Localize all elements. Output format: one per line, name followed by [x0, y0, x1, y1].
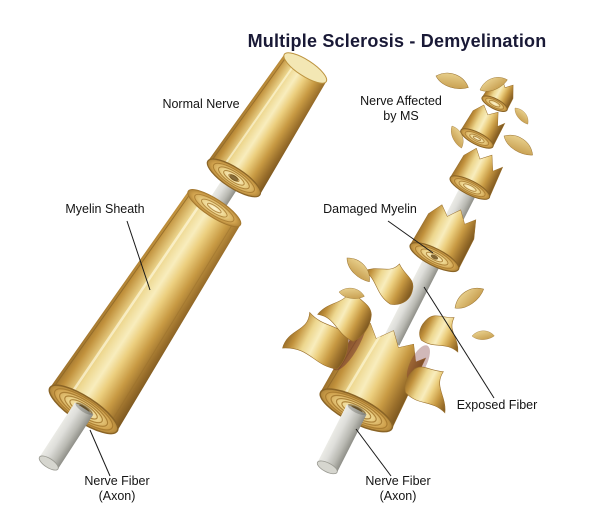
myelin-segment-upper: [206, 52, 328, 198]
leader-line-exposed-fiber: [423, 286, 495, 399]
myelin-ring-face-upper: [206, 158, 262, 198]
nerve-fiber-axon-left: [38, 402, 94, 471]
leader-line-myelin-sheath: [126, 220, 151, 291]
leader-line-nerve-fiber-right: [355, 428, 392, 477]
axon-end-cap: [316, 460, 338, 475]
normal-nerve-illustration: [38, 52, 328, 471]
damaged-myelin-chunk: [409, 204, 477, 273]
nerve-fiber-axon-right: [316, 403, 367, 475]
diagram-title: Multiple Sclerosis - Demyelination: [248, 31, 547, 51]
leader-line-damaged-myelin: [387, 220, 434, 254]
myelin-cut-face-node: [187, 189, 242, 228]
label-nerve-affected-line1: Nerve Affected: [360, 94, 442, 108]
myelin-sheath-main: [48, 189, 242, 435]
label-nerve-fiber-right-line2: (Axon): [380, 489, 417, 503]
exposed-fiber-segment: [383, 248, 445, 346]
label-nerve-fiber-left-line2: (Axon): [99, 489, 136, 503]
axon-end-cap: [38, 455, 59, 471]
myelin-fragment-a: [449, 147, 504, 200]
label-exposed-fiber: Exposed Fiber: [457, 398, 538, 412]
label-nerve-affected-line2: by MS: [383, 109, 418, 123]
myelin-fragment-b: [460, 104, 506, 149]
label-myelin-sheath: Myelin Sheath: [65, 202, 144, 216]
label-nerve-fiber-left-line1: Nerve Fiber: [84, 474, 149, 488]
label-nerve-fiber-right-line1: Nerve Fiber: [365, 474, 430, 488]
myelin-cut-end: [283, 52, 328, 84]
label-damaged-myelin: Damaged Myelin: [323, 202, 417, 216]
label-normal-nerve: Normal Nerve: [162, 97, 239, 111]
leader-line-nerve-fiber-left: [89, 429, 111, 477]
myelin-debris-flakes: [338, 72, 533, 340]
